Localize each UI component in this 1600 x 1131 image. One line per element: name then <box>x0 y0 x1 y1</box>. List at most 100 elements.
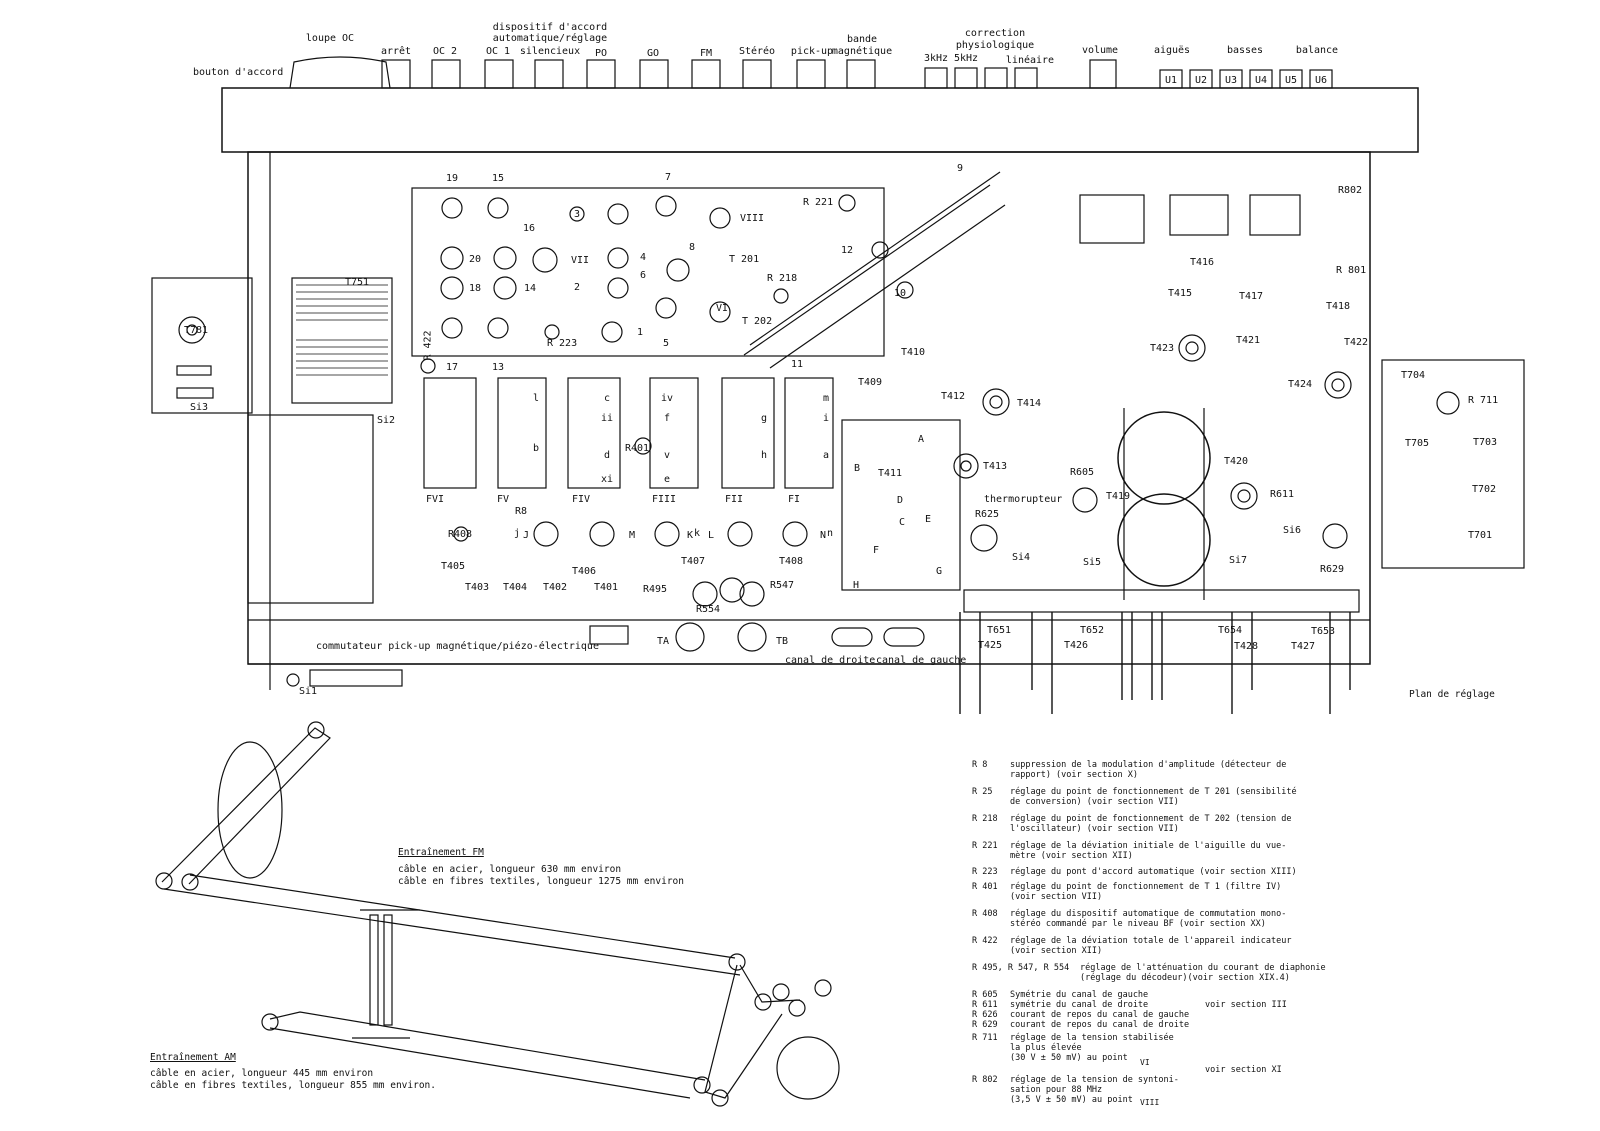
t422-label: T422 <box>1344 337 1369 348</box>
legend-description: réglage de la déviation totale de l'appa… <box>1010 936 1292 956</box>
drive-am-title: Entraînement AM <box>150 1052 236 1063</box>
r547-label: R547 <box>770 580 795 591</box>
coil-number: 7 <box>664 172 672 183</box>
plug-letter: H <box>852 580 860 591</box>
legend-code: R 711 <box>972 1033 998 1043</box>
r422-label: R 422 <box>422 330 434 361</box>
legend-description: Symétrie du canal de gauche <box>1010 990 1149 1000</box>
roman-marker: VI <box>715 303 729 314</box>
plug-letter: G <box>935 566 943 577</box>
t202-label: T 202 <box>742 316 773 327</box>
coil-number: 1 <box>636 327 644 338</box>
t424-label: T424 <box>1288 379 1313 390</box>
t425-label: T425 <box>978 640 1003 651</box>
plug-letter: J <box>522 530 530 541</box>
tb-label: TB <box>776 636 789 647</box>
pickup-label: pick-up <box>790 46 834 57</box>
t412-label: T412 <box>941 391 966 402</box>
t423-label: T423 <box>1150 343 1175 354</box>
go-label: GO <box>646 48 660 59</box>
coil-number: 5 <box>662 338 670 349</box>
legend-description: réglage de l'atténuation du courant de d… <box>1080 963 1326 983</box>
r218-label: R 218 <box>767 273 798 284</box>
coil-number: 17 <box>445 362 459 373</box>
dispositif-label-1: dispositif d'accord <box>492 22 608 33</box>
r223-label: R 223 <box>547 338 578 349</box>
plug-letter: B <box>853 463 861 474</box>
r711-label: R 711 <box>1468 395 1499 406</box>
legend-ref-xi: voir section XI <box>1205 1065 1282 1075</box>
t417-label: T417 <box>1239 291 1264 302</box>
r605-label: R605 <box>1070 467 1095 478</box>
si5-label: Si5 <box>1083 557 1102 568</box>
correction-label-2: physiologique <box>955 40 1035 51</box>
point-marker-r802: VIII <box>1140 1098 1160 1107</box>
legend-code: R 802 <box>972 1075 998 1085</box>
legend-description: réglage de la déviation initiale de l'ai… <box>1010 841 1287 861</box>
legend-description: courant de repos du canal de droite <box>1010 1020 1190 1030</box>
r401-label: R401 <box>625 443 650 454</box>
legend-code: R 218 <box>972 814 998 824</box>
letter-marker: c <box>603 393 611 404</box>
r802-label: R802 <box>1338 185 1363 196</box>
legend-code: R 495, R 547, R 554 <box>972 963 1070 973</box>
fvi-label: FVI <box>426 494 445 505</box>
commutateur-label: commutateur pick-up magnétique/piézo-éle… <box>316 641 599 652</box>
legend-code: R 629 <box>972 1020 998 1030</box>
legend-code: R 605 <box>972 990 998 1000</box>
letter-marker: e <box>663 474 671 485</box>
legend-description: suppression de la modulation d'amplitude… <box>1010 760 1287 780</box>
oc2-label: OC 2 <box>432 46 458 57</box>
drive-fm-title: Entraînement FM <box>398 847 484 858</box>
legend-description: courant de repos du canal de gauche <box>1010 1010 1190 1020</box>
r408-label: R408 <box>448 529 473 540</box>
legend-code: R 408 <box>972 909 998 919</box>
drive-fm-line: câble en fibres textiles, longueur 1275 … <box>398 876 684 887</box>
si6-label: Si6 <box>1283 525 1302 536</box>
t781-label: T781 <box>184 325 209 336</box>
plug-letter: M <box>628 530 636 541</box>
r625-label: R625 <box>975 509 1000 520</box>
plug-letter: K <box>686 530 694 541</box>
po-label: PO <box>594 48 608 59</box>
coil-number: 12 <box>840 245 854 256</box>
coil-number: 8 <box>688 242 696 253</box>
drive-am-line: câble en acier, longueur 445 mm environ <box>150 1068 374 1079</box>
t406-label: T406 <box>572 566 597 577</box>
legend-description: réglage du point de fonctionnement de T … <box>1010 882 1282 902</box>
loupe-label: loupe OC <box>305 33 355 44</box>
thermorupteur-label: thermorupteur <box>984 494 1063 505</box>
t654-label: T654 <box>1218 625 1243 636</box>
lineaire-label: linéaire <box>1005 55 1055 66</box>
letter-marker: l <box>532 393 540 404</box>
roman-marker: VIII <box>739 213 765 224</box>
plan-title: Plan de réglage <box>1409 689 1495 700</box>
legend-code: R 401 <box>972 882 998 892</box>
r221-label: R 221 <box>803 197 834 208</box>
u4-label: U4 <box>1254 75 1268 86</box>
plug-letter: D <box>896 495 904 506</box>
plug-letter: C <box>898 517 906 528</box>
t421-label: T421 <box>1236 335 1261 346</box>
letter-marker: i <box>822 413 830 424</box>
fi-label: FI <box>788 494 801 505</box>
t401-label: T401 <box>594 582 619 593</box>
t751-label: T751 <box>345 277 370 288</box>
t410-label: T410 <box>901 347 926 358</box>
letter-marker: v <box>663 450 671 461</box>
letter-marker: n <box>826 528 834 539</box>
legend-code: R 221 <box>972 841 998 851</box>
legend-description: réglage du point de fonctionnement de T … <box>1010 814 1292 834</box>
r554-label: R554 <box>696 604 721 615</box>
coil-number: 3 <box>573 209 581 220</box>
t419-label: T419 <box>1106 491 1131 502</box>
arret-label: arrêt <box>380 46 412 57</box>
legend-code: R 626 <box>972 1010 998 1020</box>
t651-label: T651 <box>987 625 1012 636</box>
t418-label: T418 <box>1326 301 1351 312</box>
t405-label: T405 <box>441 561 466 572</box>
si7-label: Si7 <box>1229 555 1248 566</box>
r495-label: R495 <box>643 584 668 595</box>
legend-ref-iii: voir section III <box>1205 1000 1287 1010</box>
